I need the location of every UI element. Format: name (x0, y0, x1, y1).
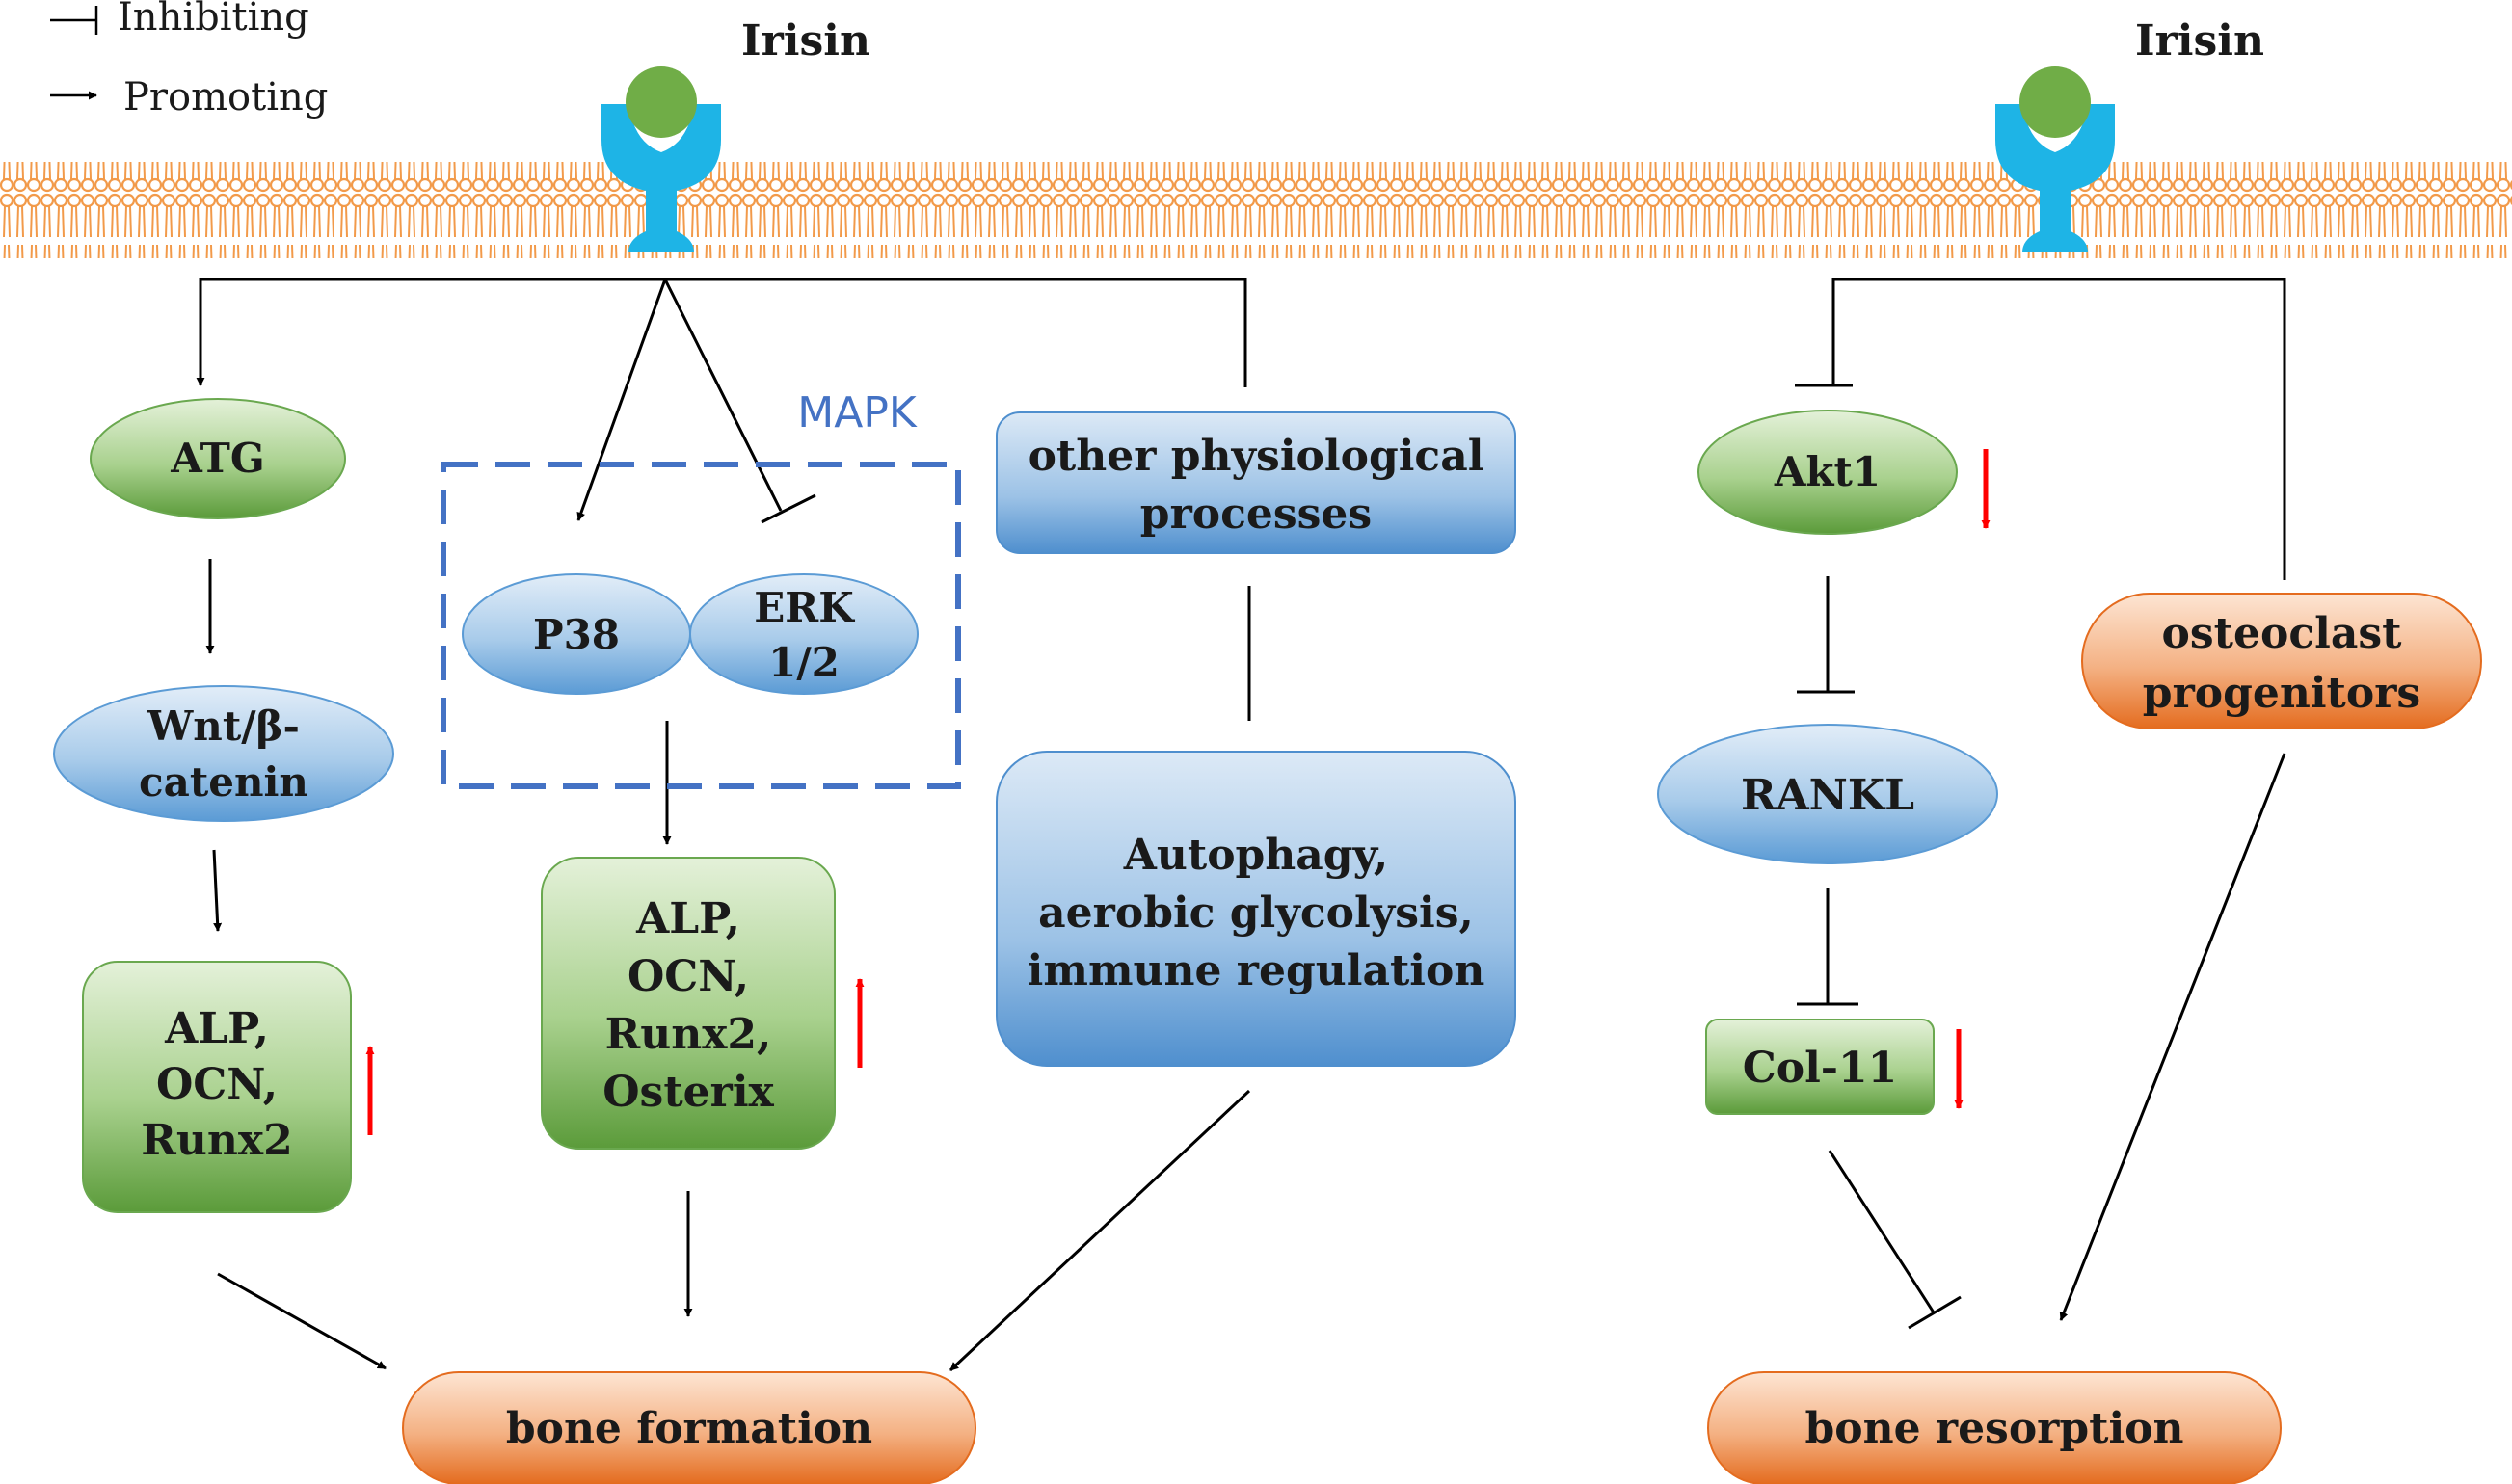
node-bone-resorption: bone resorption (1707, 1371, 2282, 1484)
svg-text:ERK: ERK (754, 584, 855, 631)
inhibiting-legend-icon (50, 6, 98, 35)
right-connectors (1795, 278, 2286, 1330)
node-atg: ATG (90, 398, 346, 519)
mapk-group-box (441, 462, 961, 789)
cell-membrane (0, 162, 2512, 258)
svg-text:OCN,: OCN, (628, 952, 749, 1001)
svg-text:Autophagy,: Autophagy, (1123, 831, 1389, 880)
svg-text:processes: processes (1140, 490, 1372, 539)
svg-text:ALP,: ALP, (164, 1004, 269, 1053)
svg-text:ATG: ATG (170, 435, 264, 482)
svg-text:Runx2,: Runx2, (605, 1010, 772, 1059)
svg-text:Runx2: Runx2 (141, 1116, 292, 1165)
svg-text:progenitors: progenitors (2143, 669, 2420, 718)
receptor-left (601, 66, 721, 252)
svg-text:bone resorption: bone resorption (1804, 1404, 2183, 1453)
svg-text:immune regulation: immune regulation (1028, 946, 1485, 995)
irisin-ligand-icon (2019, 66, 2091, 138)
irisin-receptor-icon (1995, 104, 2115, 252)
node-markers-left: ALP, OCN, Runx2 (82, 961, 352, 1213)
svg-text:osteoclast: osteoclast (2162, 609, 2403, 658)
node-markers-mid: ALP, OCN, Runx2, Osterix (541, 857, 836, 1150)
svg-text:ALP,: ALP, (635, 894, 740, 943)
irisin-receptor-icon (601, 104, 721, 252)
node-wnt-beta-catenin: Wnt/β- catenin (53, 685, 394, 822)
svg-text:Wnt/β-: Wnt/β- (147, 702, 300, 750)
promoting-legend-label: Promoting (123, 75, 328, 119)
inhibiting-legend-label: Inhibiting (118, 0, 309, 40)
svg-text:other physiological: other physiological (1029, 432, 1484, 481)
receptor-right (1995, 66, 2115, 252)
left-connectors (196, 278, 1251, 1372)
svg-text:catenin: catenin (139, 758, 308, 806)
node-autophagy: Autophagy, aerobic glycolysis, immune re… (996, 751, 1516, 1067)
irisin-ligand-icon (626, 66, 697, 138)
irisin-label-left: Irisin (741, 16, 870, 66)
node-other-processes: other physiological processes (996, 411, 1516, 554)
node-rankl: RANKL (1657, 724, 1998, 864)
legend: Inhibiting Promoting (50, 0, 328, 119)
svg-text:aerobic glycolysis,: aerobic glycolysis, (1038, 888, 1474, 938)
node-bone-formation: bone formation (402, 1371, 976, 1484)
node-col11: Col-11 (1705, 1019, 1935, 1115)
irisin-label-right: Irisin (2135, 16, 2264, 66)
svg-text:RANKL: RANKL (1741, 771, 1914, 820)
svg-text:P38: P38 (533, 611, 620, 658)
node-p38: P38 (462, 573, 691, 695)
svg-text:bone formation: bone formation (506, 1404, 872, 1453)
mapk-label: MAPK (797, 388, 918, 437)
node-erk: ERK 1/2 (689, 573, 919, 695)
node-osteoclast-progenitors: osteoclast progenitors (2081, 593, 2482, 729)
svg-text:Akt1: Akt1 (1774, 448, 1881, 495)
svg-text:OCN,: OCN, (156, 1060, 278, 1109)
svg-text:1/2: 1/2 (768, 639, 840, 686)
node-akt1: Akt1 (1697, 410, 1958, 535)
svg-text:Osterix: Osterix (602, 1068, 774, 1117)
svg-text:Col-11: Col-11 (1743, 1044, 1898, 1093)
